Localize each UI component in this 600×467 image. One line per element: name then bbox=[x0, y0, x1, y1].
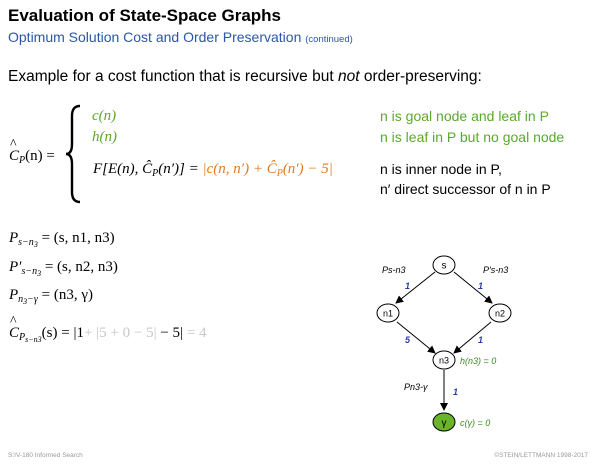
node-goal bbox=[432, 412, 456, 432]
weight-s-n2: 1 bbox=[478, 281, 483, 291]
case-3-orange: |c(n, n′) + ĈP(n′) − 5| bbox=[202, 161, 333, 179]
case-1-expr: c(n) bbox=[92, 108, 117, 124]
cost-shown: |1 bbox=[73, 325, 84, 341]
case-2-condition: n is leaf in P but no goal node bbox=[380, 129, 565, 145]
weight-s-n1: 1 bbox=[405, 281, 410, 291]
case-2-expr: h(n) bbox=[92, 129, 117, 145]
node-s bbox=[432, 255, 456, 275]
node-n2-label: n2 bbox=[495, 309, 505, 319]
cost-greyed-2: = 4 bbox=[186, 325, 207, 341]
label-left-path: Ps-n3 bbox=[382, 265, 406, 275]
path-3: Pn3−γ = (n3, γ) bbox=[9, 287, 93, 306]
c-hat: C bbox=[9, 137, 19, 165]
path-1: Ps−n3 = (s, n1, n3) bbox=[9, 230, 115, 249]
cases-brace bbox=[65, 104, 81, 204]
node-n1 bbox=[376, 303, 400, 323]
cost-shown-2: − 5| bbox=[160, 325, 184, 341]
intro-after: order-preserving: bbox=[359, 68, 482, 85]
node-n1-label: n1 bbox=[383, 309, 393, 319]
case-3-condition-2: n′ direct successor of n in P bbox=[380, 181, 551, 197]
intro-emphasis: not bbox=[337, 68, 360, 85]
case-3-condition: n is inner node in P, bbox=[380, 161, 502, 177]
case-3-main: F[E(n), Ĉ bbox=[93, 161, 153, 177]
case-3-expr: F[E(n), ĈP(n′)] = |c(n, n′) + ĈP(n′) − 5… bbox=[93, 161, 333, 179]
slide-title: Evaluation of State-Space Graphs bbox=[8, 6, 282, 25]
footer-right: ©STEIN/LETTMANN 1998-2017 bbox=[494, 452, 588, 459]
definition-lhs: CP(n) = bbox=[9, 137, 55, 166]
case-1-condition: n is goal node and leaf in P bbox=[380, 108, 549, 124]
label-bottom-path: Pn3-γ bbox=[404, 382, 428, 392]
lhs-sub: P bbox=[19, 155, 26, 166]
intro-sentence: Example for a cost function that is recu… bbox=[8, 68, 482, 86]
intro-before: Example for a cost function that is recu… bbox=[8, 68, 338, 85]
edge-n2-n3 bbox=[453, 321, 492, 354]
node-n2 bbox=[488, 303, 512, 323]
label-h: h(n3) = 0 bbox=[460, 356, 496, 366]
subtitle-note: (continued) bbox=[305, 34, 353, 45]
weight-n1-n3: 5 bbox=[405, 335, 411, 345]
footer-left: S:IV-180 Informed Search bbox=[8, 452, 83, 459]
subtitle-text: Optimum Solution Cost and Order Preserva… bbox=[8, 29, 302, 45]
node-n3 bbox=[432, 350, 456, 370]
label-right-path: P′s-n3 bbox=[483, 265, 508, 275]
case-3-main-end: (n′)] = bbox=[158, 161, 199, 177]
node-goal-label: γ bbox=[442, 418, 447, 429]
label-c: c(γ) = 0 bbox=[460, 418, 490, 428]
cost-greyed-1: + |5 + 0 − 5| bbox=[83, 325, 157, 341]
graph-edges bbox=[395, 271, 493, 411]
weight-n2-n3: 1 bbox=[478, 335, 483, 345]
weight-n3-goal: 1 bbox=[453, 387, 458, 397]
state-space-graph: s n1 n2 n3 γ 1 1 5 1 1 Ps-n3 P′s-n3 Pn3-… bbox=[376, 255, 512, 432]
node-s-label: s bbox=[442, 261, 447, 272]
lhs-arg: (n) = bbox=[25, 148, 55, 164]
edge-s-n1 bbox=[395, 271, 436, 304]
slide-subtitle: Optimum Solution Cost and Order Preserva… bbox=[8, 29, 353, 45]
cost-line: CPs−n3(s) = |1+ |5 + 0 − 5| − 5| = 4 bbox=[9, 314, 207, 344]
node-n3-label: n3 bbox=[439, 356, 449, 366]
case-3-main-sub: P bbox=[152, 168, 159, 179]
edge-s-n2 bbox=[453, 271, 493, 304]
edge-n1-n3 bbox=[396, 321, 436, 354]
path-2: P′s−n3 = (s, n2, n3) bbox=[9, 259, 118, 278]
